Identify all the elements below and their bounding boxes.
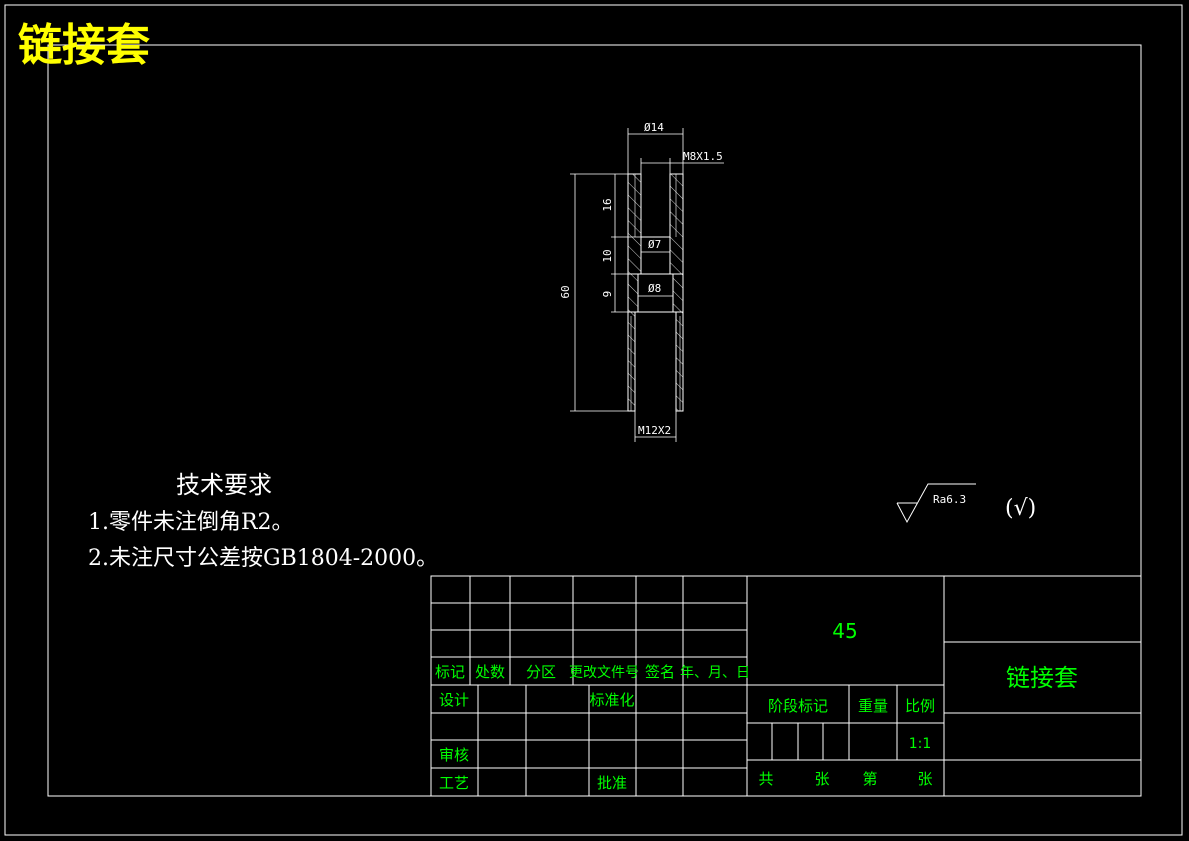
label-sheets: 张 bbox=[814, 770, 829, 788]
title-block bbox=[430, 575, 1142, 797]
dim-length-9: 9 bbox=[601, 291, 614, 298]
wall-right-lower bbox=[675, 311, 684, 412]
wall-left-mid bbox=[627, 273, 639, 313]
header-zone: 分区 bbox=[526, 663, 556, 681]
label-design: 设计 bbox=[439, 691, 469, 709]
dim-thread-bottom: M12X2 bbox=[638, 424, 671, 437]
dim-inner-diameter-8: Ø8 bbox=[648, 282, 661, 295]
tech-heading: 技术要求 bbox=[176, 471, 272, 499]
dim-outer-diameter: Ø14 bbox=[644, 121, 664, 134]
label-sheet-no: 第 bbox=[862, 770, 877, 788]
header-mark: 标记 bbox=[435, 663, 465, 681]
roughness-symbol: Ra6.3 bbox=[896, 483, 976, 524]
wall-right-mid bbox=[672, 273, 684, 313]
roughness-value: Ra6.3 bbox=[933, 493, 966, 506]
header-count: 处数 bbox=[475, 663, 505, 681]
label-standardize: 标准化 bbox=[589, 691, 634, 709]
dim-total-length: 60 bbox=[559, 285, 572, 298]
label-scale: 比例 bbox=[905, 697, 935, 715]
wall-left-lower bbox=[627, 311, 636, 412]
dim-length-16: 16 bbox=[601, 198, 614, 211]
dim-length-10: 10 bbox=[601, 249, 614, 262]
drawing-title: 链接套 bbox=[18, 20, 150, 71]
label-sheet: 张 bbox=[917, 770, 932, 788]
label-approve: 批准 bbox=[597, 774, 627, 792]
dim-thread-top: M8X1.5 bbox=[683, 150, 723, 163]
inner-border bbox=[47, 44, 1142, 797]
label-review: 审核 bbox=[439, 746, 469, 764]
header-date: 年、月、日 bbox=[680, 665, 750, 681]
outer-border bbox=[4, 4, 1183, 836]
header-signature: 签名 bbox=[645, 663, 675, 681]
wall-right-upper bbox=[669, 173, 684, 275]
part-name: 链接套 bbox=[1006, 664, 1078, 692]
header-change-doc: 更改文件号 bbox=[569, 665, 639, 681]
tech-item-1: 1.零件未注倒角R2。 bbox=[88, 510, 294, 535]
wall-left-upper bbox=[627, 173, 642, 275]
scale-value: 1:1 bbox=[909, 736, 932, 752]
label-total: 共 bbox=[758, 770, 773, 788]
roughness-other-mark: (√) bbox=[1005, 496, 1036, 521]
part-section-view: Ø14 M8X1.5 Ø7 Ø8 M12X2 60 16 10 9 bbox=[559, 121, 724, 442]
dim-inner-diameter-7: Ø7 bbox=[648, 238, 661, 251]
tech-item-2: 2.未注尺寸公差按GB1804-2000。 bbox=[88, 546, 438, 571]
label-weight: 重量 bbox=[858, 697, 888, 715]
label-process: 工艺 bbox=[439, 774, 469, 792]
label-stage-mark: 阶段标记 bbox=[768, 697, 828, 715]
material: 45 bbox=[832, 619, 857, 643]
